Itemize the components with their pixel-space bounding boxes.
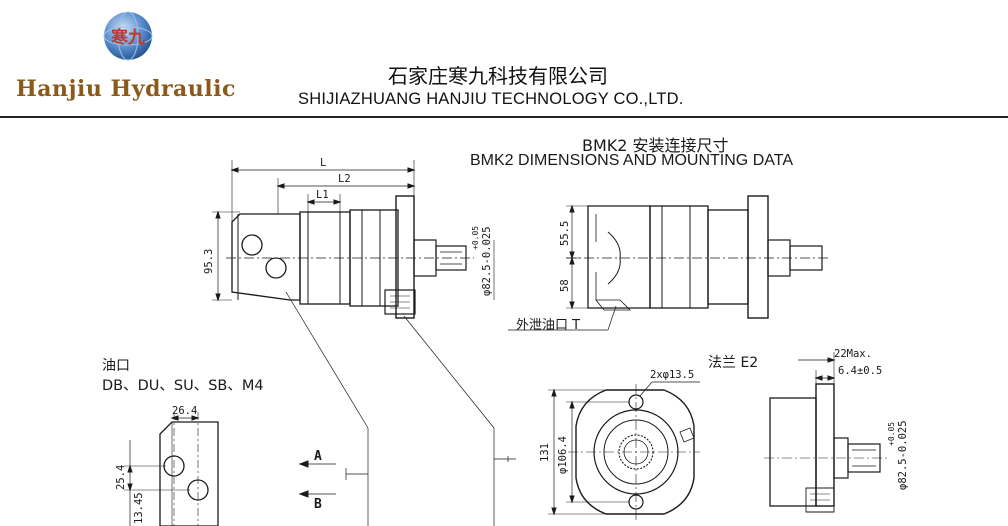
top-view xyxy=(508,195,830,331)
port-detail-view xyxy=(124,412,336,526)
flange-label: 法兰 E2 xyxy=(708,355,759,371)
brand-logo: 寒九 Hanjiu Hydraulic xyxy=(10,8,240,102)
dim-side-shaft-tol: +0.05 xyxy=(471,226,480,250)
drawing-title-cn: BMK2 安装连接尺寸 xyxy=(582,136,729,155)
port-type-list: DB、DU、SU、SB、M4 xyxy=(102,378,264,394)
dim-flange-shaft-dia: φ82.5-0.025 xyxy=(897,420,909,490)
dim-port-lower: 13.45 xyxy=(133,492,145,524)
dim-side-shaft-dia: φ82.5-0.025 xyxy=(481,226,493,296)
dim-top-lower: 58 xyxy=(559,279,571,292)
dim-port-upper: 25.4 xyxy=(115,465,127,490)
dim-L2: L2 xyxy=(338,173,351,185)
dim-flange-shaft-tol: +0.05 xyxy=(887,422,896,446)
dim-flange-height: 131 xyxy=(539,443,551,462)
dim-side-height: 95.3 xyxy=(203,249,215,274)
drawing-title-en: BMK2 DIMENSIONS AND MOUNTING DATA xyxy=(470,152,793,169)
brand-name: Hanjiu Hydraulic xyxy=(16,76,236,102)
dim-flange-pcd: φ106.4 xyxy=(557,436,569,474)
port-B-label: B xyxy=(314,497,322,512)
flange-side-view xyxy=(764,352,890,513)
dim-flange-max: 22Max. xyxy=(834,348,872,360)
drain-port-label: 外泄油口 T xyxy=(516,318,581,333)
dim-L: L xyxy=(320,157,326,169)
globe-logo-icon: 寒九 xyxy=(103,11,153,61)
company-name-cn: 石家庄寒九科技有限公司 xyxy=(388,64,608,88)
port-A-label: A xyxy=(314,449,322,464)
side-view xyxy=(212,160,516,526)
dim-flange-holes: 2xφ13.5 xyxy=(650,369,694,381)
dim-L1: L1 xyxy=(316,189,329,201)
dim-flange-offset: 6.4±0.5 xyxy=(838,365,882,377)
logo-glyph: 寒九 xyxy=(111,27,145,48)
flange-front-view xyxy=(548,381,700,520)
header-divider xyxy=(0,116,1008,118)
dim-port-width: 26.4 xyxy=(172,405,197,417)
dim-top-upper: 55.5 xyxy=(559,221,571,246)
port-section-title: 油口 xyxy=(102,358,130,374)
company-name-en: SHIJIAZHUANG HANJIU TECHNOLOGY CO.,LTD. xyxy=(298,90,684,108)
